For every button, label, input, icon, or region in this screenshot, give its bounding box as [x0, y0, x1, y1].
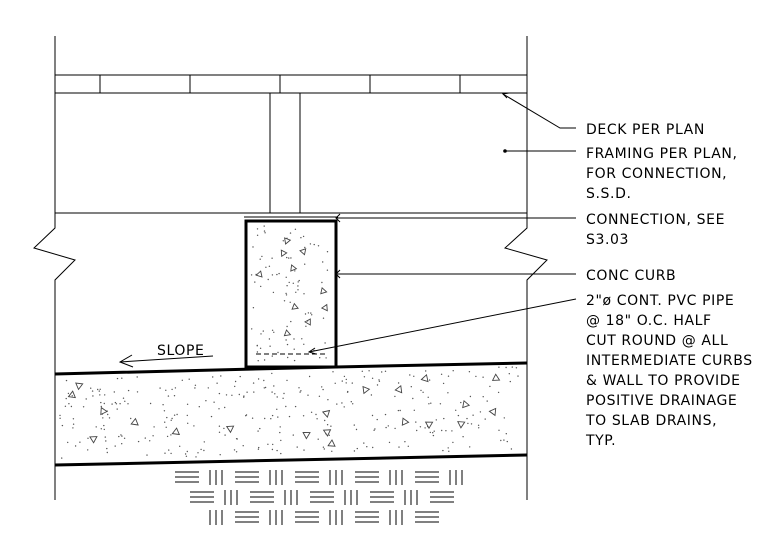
- svg-text:CONNECTION, SEE: CONNECTION, SEE: [586, 212, 725, 228]
- slab-bottom-edge: [54, 453, 528, 467]
- svg-text:INTERMEDIATE CURBS: INTERMEDIATE CURBS: [586, 353, 753, 369]
- svg-text:CONC CURB: CONC CURB: [586, 268, 676, 284]
- svg-text:S3.03: S3.03: [586, 232, 629, 248]
- deck: [55, 74, 527, 94]
- callout-deck: DECK PER PLAN: [586, 122, 705, 138]
- svg-text:TO SLAB DRAINS,: TO SLAB DRAINS,: [585, 413, 717, 429]
- svg-text:S.S.D.: S.S.D.: [586, 186, 632, 202]
- slab-concrete-hatch: [59, 366, 519, 459]
- svg-text:@ 18" O.C. HALF: @ 18" O.C. HALF: [586, 313, 712, 329]
- curb-concrete-hatch: [250, 225, 329, 362]
- concrete-curb: [244, 219, 338, 369]
- left-wall-outline: [33, 36, 76, 500]
- callout-framing: FRAMING PER PLAN, FOR CONNECTION, S.S.D.: [586, 146, 738, 202]
- slab-top-edge: [54, 361, 528, 376]
- slope-arrow: [118, 354, 214, 368]
- svg-text:DECK PER PLAN: DECK PER PLAN: [586, 122, 705, 138]
- soil-hatch: [175, 470, 463, 525]
- callout-pipe: 2"ø CONT. PVC PIPE @ 18" O.C. HALF CUT R…: [585, 293, 753, 449]
- svg-text:TYP.: TYP.: [585, 433, 616, 449]
- svg-text:2"ø CONT. PVC PIPE: 2"ø CONT. PVC PIPE: [586, 293, 734, 309]
- leader-lines: [307, 92, 577, 355]
- framing: [55, 93, 527, 218]
- slope-label: SLOPE: [157, 343, 205, 359]
- svg-text:CUT ROUND @ ALL: CUT ROUND @ ALL: [586, 333, 728, 349]
- svg-text:POSITIVE DRAINAGE: POSITIVE DRAINAGE: [586, 393, 737, 409]
- right-wall-outline: [503, 36, 548, 500]
- callout-connection: CONNECTION, SEE S3.03: [586, 212, 725, 248]
- svg-text:& WALL TO PROVIDE: & WALL TO PROVIDE: [586, 373, 741, 389]
- svg-text:FRAMING PER PLAN,: FRAMING PER PLAN,: [586, 146, 738, 162]
- callout-curb: CONC CURB: [586, 268, 676, 284]
- svg-text:FOR CONNECTION,: FOR CONNECTION,: [586, 166, 727, 182]
